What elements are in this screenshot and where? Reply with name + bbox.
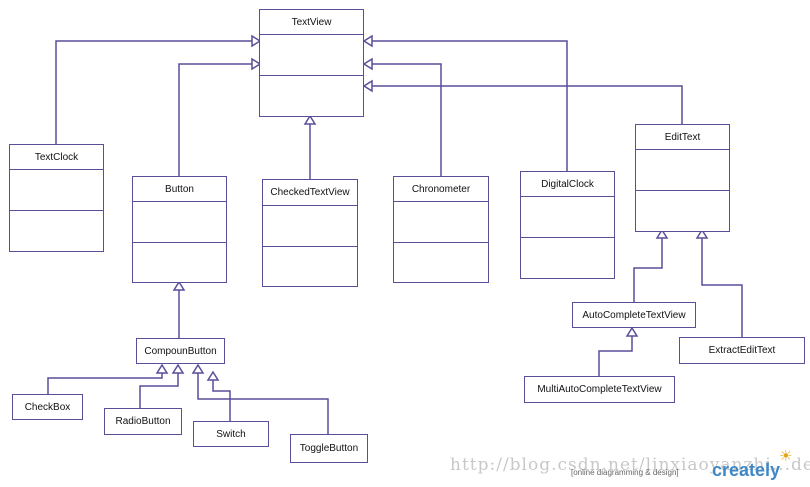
class-attributes-textclock	[10, 170, 103, 211]
class-togglebutton: ToggleButton	[290, 434, 368, 463]
edge-switch-compoundbutton	[212, 380, 231, 422]
arrowhead-textview-e	[362, 57, 373, 71]
arrowhead-compound-a	[155, 363, 169, 374]
arrowhead-autocomplete	[625, 326, 639, 337]
arrowhead-textview-d	[362, 34, 373, 48]
class-switch: Switch	[193, 421, 269, 447]
class-radiobutton: RadioButton	[104, 408, 182, 435]
class-autocompletetextview: AutoCompleteTextView	[572, 302, 696, 328]
edge-multiautocomplete-autocomplete	[598, 336, 633, 377]
class-checkbox: CheckBox	[12, 394, 83, 420]
class-checkedtextview: CheckedTextView	[262, 179, 358, 287]
class-extractedittext: ExtractEditText	[679, 337, 805, 364]
arrowhead-textview-b	[251, 57, 262, 71]
arrowhead-textview-a	[251, 34, 262, 48]
class-name-edittext: EditText	[636, 125, 729, 150]
class-name-button: Button	[133, 177, 226, 202]
class-edittext: EditText	[635, 124, 730, 232]
lightbulb-icon: ☀	[779, 448, 793, 465]
arrowhead-button	[172, 280, 186, 291]
class-multiautocompletetextview: MultiAutoCompleteTextView	[524, 376, 675, 403]
edge-radiobutton-compoundbutton	[139, 373, 179, 409]
creately-logo: creately	[712, 460, 781, 480]
class-attributes-chronometer	[394, 202, 488, 243]
class-name-chronometer: Chronometer	[394, 177, 488, 202]
class-textclock: TextClock	[9, 144, 104, 252]
edge-extractedittext-edittext	[701, 238, 743, 338]
edge-digitalclock-textview	[372, 40, 568, 172]
class-attributes-button	[133, 202, 226, 243]
class-textview: TextView	[259, 9, 364, 117]
class-button: Button	[132, 176, 227, 283]
class-name-textview: TextView	[260, 10, 363, 35]
arrowhead-compound-d	[206, 370, 220, 381]
arrowhead-textview-f	[362, 79, 373, 93]
class-name-digitalclock: DigitalClock	[521, 172, 614, 197]
creately-tagline: [online diagramming & design]	[571, 468, 679, 477]
arrowhead-edittext-b	[695, 228, 709, 239]
edge-togglebutton-compoundbutton	[197, 373, 329, 435]
class-attributes-checkedtextview	[263, 206, 357, 247]
class-name-textclock: TextClock	[10, 145, 103, 170]
class-compoundbutton: CompounButton	[136, 338, 225, 364]
arrowhead-textview-c	[303, 114, 317, 125]
edge-checkbox-compoundbutton	[47, 373, 163, 395]
edge-chronometer-textview	[372, 63, 442, 177]
class-name-checkedtextview: CheckedTextView	[263, 180, 357, 206]
arrowhead-compound-b	[171, 363, 185, 374]
url-watermark: http://blog.csdn.net/linxiaoyanzhi...de	[450, 455, 810, 475]
class-attributes-textview	[260, 35, 363, 76]
edge-edittext-textview	[372, 85, 683, 125]
arrowhead-edittext-a	[655, 228, 669, 239]
class-attributes-digitalclock	[521, 197, 614, 238]
class-chronometer: Chronometer	[393, 176, 489, 283]
arrowhead-compound-c	[191, 363, 205, 374]
edge-autocomplete-edittext	[633, 238, 663, 303]
edge-textclock-textview	[55, 40, 252, 145]
class-digitalclock: DigitalClock	[520, 171, 615, 279]
edge-button-textview	[178, 63, 252, 177]
class-attributes-edittext	[636, 150, 729, 191]
